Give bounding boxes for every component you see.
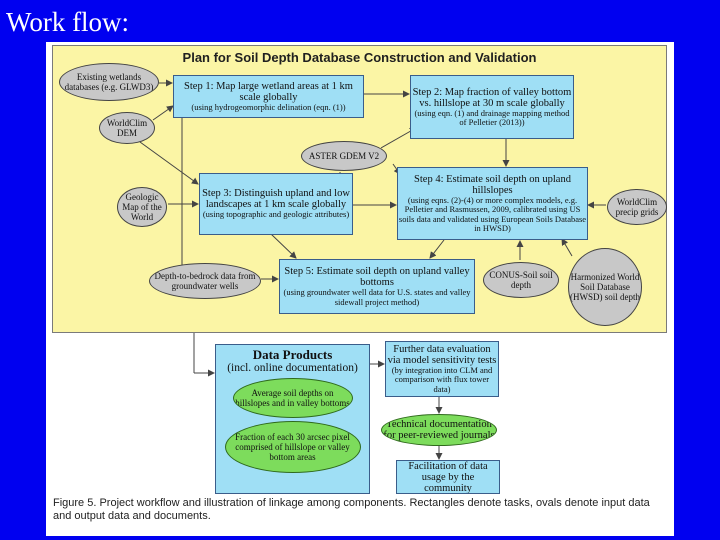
worldclim-dem-oval: WorldClim DEM — [99, 112, 155, 144]
arrow-step4-step5 — [429, 239, 445, 259]
further-evaluation-detail: (by integration into CLM and comparison … — [391, 364, 493, 394]
workflow-figure: Plan for Soil Depth Database Constructio… — [46, 42, 674, 536]
step2-title: Step 2: Map fraction of valley bottom vs… — [412, 86, 572, 109]
arrow-hwsd-step4 — [561, 238, 573, 257]
data-products-title: Data Products — [252, 347, 333, 362]
step4-detail: (using eqns. (2)-(4) or more complex mod… — [398, 194, 587, 233]
arrow-step3-step5 — [270, 233, 297, 259]
arrow-dem-step1 — [152, 105, 174, 121]
step1-box: Step 1: Map large wetland areas at 1 km … — [173, 75, 364, 118]
step4-box: Step 4: Estimate soil depth on upland hi… — [397, 167, 588, 240]
data-products-subtitle: (incl. online documentation) — [227, 361, 358, 374]
technical-documentation-oval: Technical documentation for peer-reviewe… — [381, 414, 497, 446]
data-products-box: Data Products (incl. online documentatio… — [215, 344, 370, 494]
hwsd-oval: Harmonized World Soil Database (HWSD) so… — [568, 248, 642, 326]
fraction-pixel-oval: Fraction of each 30 arcsec pixel compris… — [224, 420, 361, 473]
step2-detail: (using eqn. (1) and drainage mapping met… — [414, 107, 570, 127]
step5-title: Step 5: Estimate soil depth on upland va… — [284, 266, 470, 288]
slide-title: Work flow: — [6, 7, 130, 37]
arrow-dem-step3 — [139, 141, 199, 185]
figure-caption: Figure 5. Project workflow and illustrat… — [53, 497, 650, 522]
avg-soil-depths-oval: Average soil depths on hillslopes and in… — [232, 377, 353, 418]
step3-box: Step 3: Distinguish upland and low lands… — [199, 173, 353, 235]
step3-title: Step 3: Distinguish upland and low lands… — [202, 188, 350, 211]
facilitation-box: Facilitation of data usage by the commun… — [396, 460, 500, 494]
step2-box: Step 2: Map fraction of valley bottom vs… — [410, 75, 574, 139]
conus-soil-oval: CONUS-Soil soil depth — [483, 262, 559, 298]
step3-detail: (using topographic and geologic attribut… — [202, 209, 350, 220]
worldclim-precip-oval: WorldClim precip grids — [607, 189, 667, 225]
step1-detail: (using hydrogeomorphic delination (eqn. … — [191, 101, 346, 112]
wetlands-database-oval: Existing wetlands databases (e.g. GLWD3) — [59, 63, 159, 101]
step4-title: Step 4: Estimate soil depth on upland hi… — [414, 173, 571, 196]
further-evaluation-box: Further data evaluation via model sensit… — [385, 341, 499, 397]
further-evaluation-title: Further data evaluation via model sensit… — [387, 343, 497, 366]
step1-title: Step 1: Map large wetland areas at 1 km … — [184, 80, 353, 103]
geologic-map-oval: Geologic Map of the World — [117, 187, 167, 227]
depth-to-bedrock-oval: Depth-to-bedrock data from groundwater w… — [149, 263, 261, 299]
step5-box: Step 5: Estimate soil depth on upland va… — [279, 259, 475, 314]
plan-title: Plan for Soil Depth Database Constructio… — [182, 50, 537, 65]
aster-gdem-oval: ASTER GDEM V2 — [301, 141, 387, 171]
step5-detail: (using groundwater well data for U.S. st… — [283, 287, 471, 307]
